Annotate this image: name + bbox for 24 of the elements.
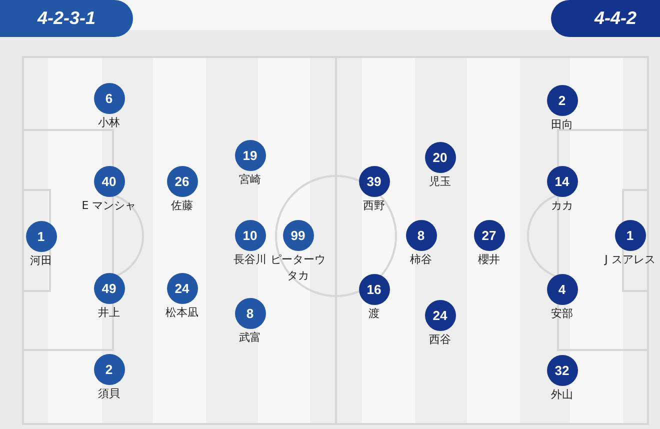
player-name: ピーターウタカ [270, 252, 326, 284]
player-name: 佐藤 [171, 198, 193, 214]
player-name: 児玉 [429, 174, 451, 190]
player-name: 長谷川 [234, 252, 266, 268]
player-name: 安部 [551, 306, 573, 322]
player-name: 河田 [30, 253, 52, 269]
player-name: 武富 [239, 330, 261, 346]
player-name: 外山 [551, 387, 573, 403]
player-name: 田向 [551, 117, 573, 133]
formation-banner: 4-4-2 [551, 0, 660, 37]
player-name: 櫻井 [478, 252, 500, 268]
formation-banner: 4-2-3-1 [0, 0, 133, 37]
player-name: 井上 [98, 305, 120, 321]
player-name: 須貝 [98, 386, 120, 402]
player-name: 西谷 [429, 332, 451, 348]
player-name: E マンシャ [82, 198, 136, 214]
player-name: 小林 [98, 115, 120, 131]
player-name: 松本凪 [166, 305, 198, 321]
player-name: J スアレス [604, 252, 656, 268]
player-name: 西野 [363, 198, 385, 214]
player-name: カカ [551, 198, 573, 214]
player-name: 柿谷 [410, 252, 432, 268]
player-name: 渡 [368, 306, 380, 322]
player-name: 宮崎 [239, 172, 261, 188]
